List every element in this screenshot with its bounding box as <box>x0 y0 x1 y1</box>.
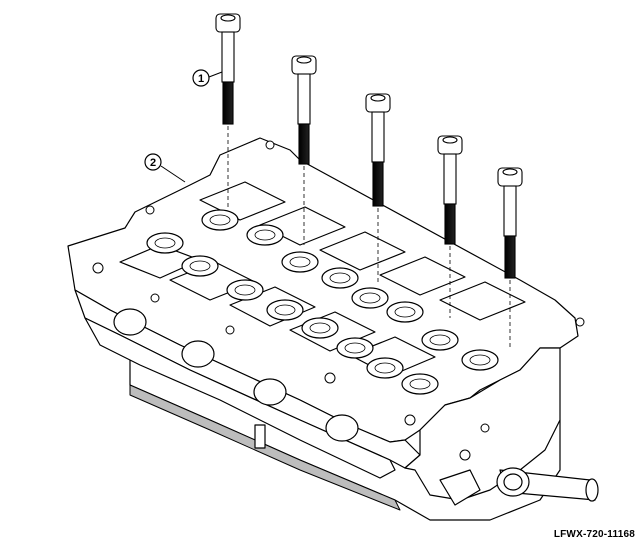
cylinder-head-bolt-icon <box>365 93 391 282</box>
callout-2-label: 2 <box>150 157 156 169</box>
callout-1: 1 <box>192 69 223 87</box>
cylinder-head-bolt-icon <box>497 167 523 350</box>
callout-1-label: 1 <box>198 73 204 85</box>
callout-2: 2 <box>144 153 186 183</box>
cylinder-head-bolt-icon <box>291 55 317 245</box>
figure-reference-code: LFWX-720-11168 <box>553 529 635 540</box>
cylinder-head-bolt-icon <box>437 135 463 318</box>
cylinder-head-bolt-icon <box>215 13 241 210</box>
cylinder-head-bolts <box>215 13 523 350</box>
cylinder-head-icon <box>67 137 599 521</box>
